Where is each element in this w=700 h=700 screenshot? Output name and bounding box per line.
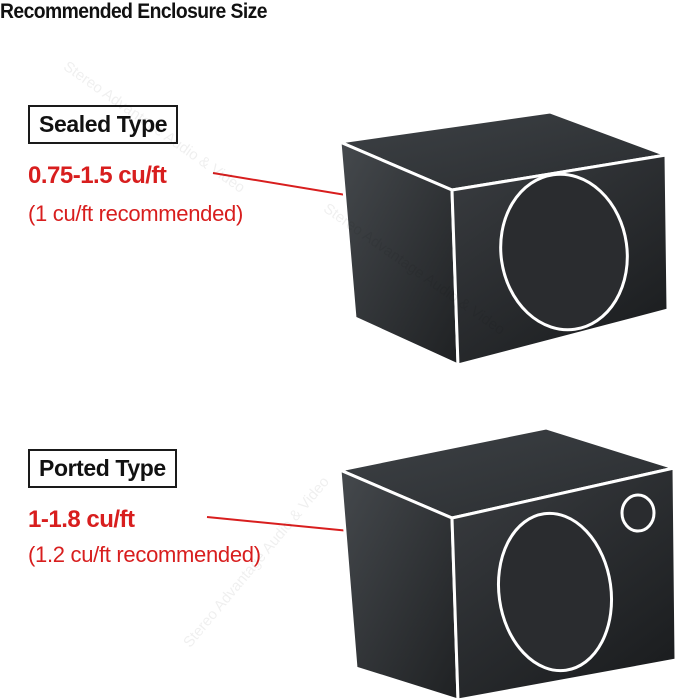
ported-type-label: Ported Type xyxy=(28,449,177,488)
ported-volume-range: 1-1.8 cu/ft xyxy=(28,506,135,533)
sealed-type-label: Sealed Type xyxy=(28,105,179,144)
ported-leader-line xyxy=(206,516,371,534)
sealed-woofer-cutout xyxy=(499,172,629,332)
ported-box-side-face xyxy=(338,468,460,700)
ported-recommendation: (1.2 cu/ft recommended) xyxy=(28,542,261,567)
page-title: Recommended Enclosure Size xyxy=(0,0,268,23)
sealed-volume-range: 0.75-1.5 cu/ft xyxy=(28,162,167,189)
ported-woofer-cutout xyxy=(496,511,614,673)
port-tube-cutout xyxy=(620,493,656,533)
sealed-recommendation: (1 cu/ft recommended) xyxy=(28,201,244,226)
